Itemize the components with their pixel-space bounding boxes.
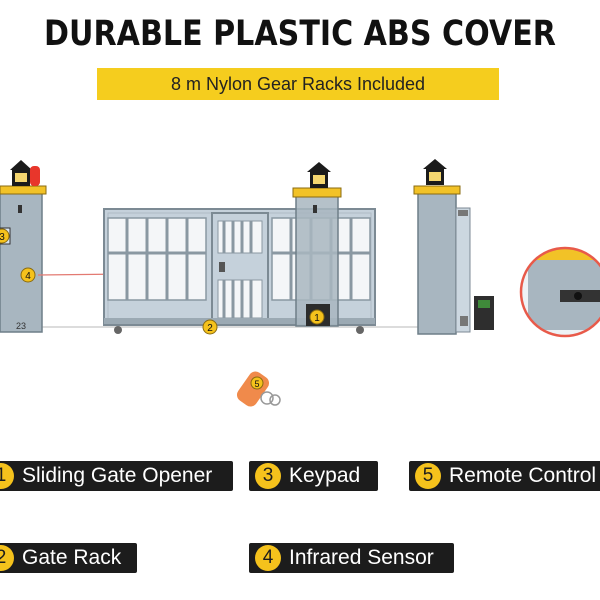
legend-label: Gate Rack xyxy=(22,546,122,569)
legend-label: Sliding Gate Opener xyxy=(22,464,213,487)
marker-1: 1 xyxy=(309,309,325,325)
right-post xyxy=(413,159,494,335)
legend-number: 2 xyxy=(0,545,14,571)
zoom-detail-circle xyxy=(519,246,600,338)
legend-number: 5 xyxy=(415,463,441,489)
subtitle-text: 8 m Nylon Gear Racks Included xyxy=(170,74,426,94)
legend-label: Infrared Sensor xyxy=(289,546,434,569)
marker-2: 2 xyxy=(202,319,218,335)
svg-text:2: 2 xyxy=(207,323,213,334)
left-post xyxy=(0,160,47,333)
legend-sliding-gate-opener: 1 Sliding Gate Opener xyxy=(0,461,233,491)
warning-light-icon xyxy=(30,166,40,186)
page-title: DURABLE PLASTIC ABS COVER xyxy=(44,14,556,54)
svg-text:1: 1 xyxy=(314,313,320,324)
marker-5: 5 xyxy=(250,376,264,390)
legend-infrared-sensor: 4 Infrared Sensor xyxy=(249,543,454,573)
legend-label: Keypad xyxy=(289,464,361,487)
legend-number: 1 xyxy=(0,463,14,489)
legend-remote-control: 5 Remote Control xyxy=(409,461,600,491)
svg-text:5: 5 xyxy=(254,379,259,389)
subtitle-banner xyxy=(97,68,499,100)
svg-text:3: 3 xyxy=(0,232,5,243)
legend-number: 3 xyxy=(255,463,281,489)
legend-keypad: 3 Keypad xyxy=(249,461,378,491)
svg-text:4: 4 xyxy=(25,271,31,282)
marker-4: 4 xyxy=(20,267,36,283)
legend-gate-rack: 2 Gate Rack xyxy=(0,543,137,573)
post-code: 23 xyxy=(16,321,26,331)
middle-post xyxy=(292,162,342,327)
legend-label: Remote Control xyxy=(449,464,597,487)
marker-3: 3 xyxy=(0,228,10,244)
legend-number: 4 xyxy=(255,545,281,571)
